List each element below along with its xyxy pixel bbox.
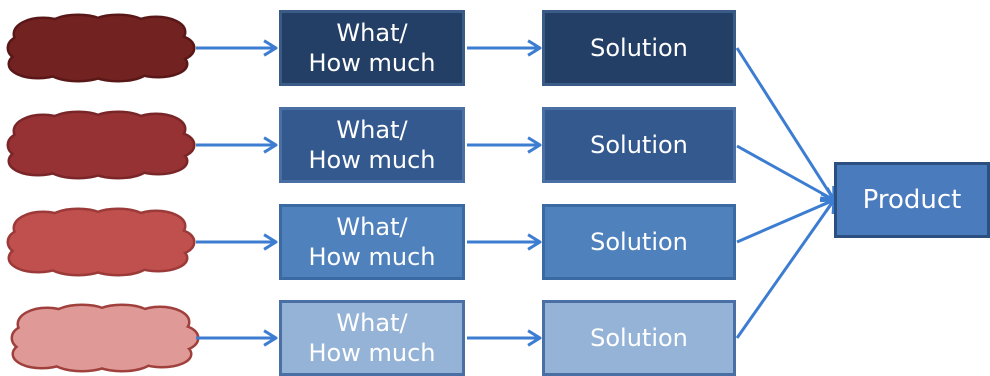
what-how-much-box: What/ How much xyxy=(279,107,465,183)
product-box: Product xyxy=(834,162,990,238)
arrow-solution-to-product xyxy=(736,144,836,203)
what-label: What/ xyxy=(336,19,408,47)
solution-label: Solution xyxy=(590,34,688,62)
solution-label: Solution xyxy=(590,228,688,256)
cloud-shape xyxy=(9,16,193,80)
solution-label: Solution xyxy=(590,324,688,352)
product-label: Product xyxy=(862,185,962,215)
solution-box: Solution xyxy=(542,107,736,183)
arrow-cloud-to-what xyxy=(196,233,278,251)
arrow-cloud-to-what xyxy=(196,39,278,57)
what-how-much-box: What/ How much xyxy=(279,204,465,280)
arrow-cloud-to-what xyxy=(196,329,278,347)
what-label: What/ xyxy=(336,309,408,337)
solution-box: Solution xyxy=(542,10,736,86)
cloud-shape xyxy=(9,210,193,274)
how-much-label: How much xyxy=(308,243,436,271)
what-label: What/ xyxy=(336,116,408,144)
what-label: What/ xyxy=(336,213,408,241)
how-much-label: How much xyxy=(308,339,436,367)
cloud-shape xyxy=(9,113,193,177)
arrow-solution-to-product xyxy=(735,47,836,202)
cloud-shape xyxy=(13,306,197,370)
what-how-much-box: What/ How much xyxy=(279,10,465,86)
solution-label: Solution xyxy=(590,131,688,159)
how-much-label: How much xyxy=(308,146,436,174)
solution-box: Solution xyxy=(542,300,736,376)
what-how-much-box: What/ How much xyxy=(279,300,465,376)
arrow-what-to-solution xyxy=(467,39,542,57)
arrow-what-to-solution xyxy=(467,136,542,154)
solution-box: Solution xyxy=(542,204,736,280)
how-much-label: How much xyxy=(308,49,436,77)
arrow-cloud-to-what xyxy=(196,136,278,154)
arrow-what-to-solution xyxy=(467,233,542,251)
arrow-what-to-solution xyxy=(467,329,542,347)
